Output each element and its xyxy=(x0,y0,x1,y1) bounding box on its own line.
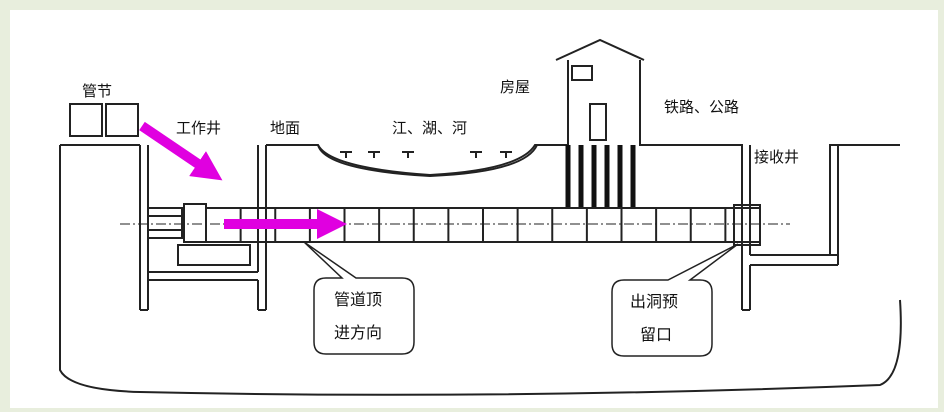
house xyxy=(555,38,645,145)
railway-piles xyxy=(565,145,636,208)
label-rail-road: 铁路、公路 xyxy=(664,98,739,116)
label-work-well: 工作井 xyxy=(176,119,221,137)
label-water: 江、湖、河 xyxy=(392,119,467,137)
pipe-section-blocks xyxy=(69,103,139,137)
lowering-arrow xyxy=(139,121,223,181)
receive-well xyxy=(741,144,900,311)
jacking-direction-line1: 管道顶 xyxy=(334,290,382,309)
ground-profile xyxy=(59,145,902,396)
river-bed xyxy=(317,144,538,178)
label-receive-well: 接收井 xyxy=(754,148,799,166)
jacking-callout-bubble xyxy=(303,241,415,355)
jacking-direction-line2: 进方向 xyxy=(334,323,382,342)
exit-opening-line2: 留口 xyxy=(640,325,672,344)
label-pipe-section: 管节 xyxy=(82,82,112,100)
water-level-marks xyxy=(340,151,512,158)
label-house: 房屋 xyxy=(500,78,530,96)
exit-opening-line1: 出洞预 xyxy=(630,292,678,311)
exit-callout-bubble xyxy=(611,243,739,357)
jacking-frame xyxy=(147,203,207,243)
label-ground: 地面 xyxy=(270,119,300,137)
pipe-head xyxy=(733,204,761,246)
